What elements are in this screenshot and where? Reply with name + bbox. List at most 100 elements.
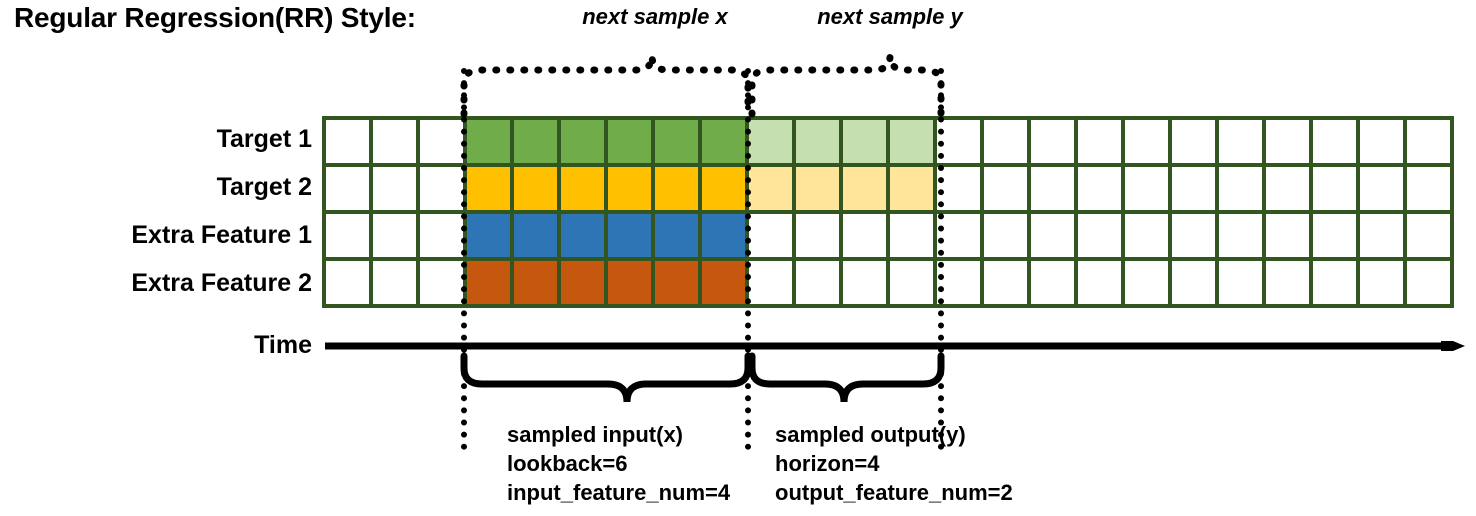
grid-cell xyxy=(420,261,463,304)
grid-cell xyxy=(843,167,886,210)
grid-cell xyxy=(326,120,369,163)
grid-cell xyxy=(937,214,980,257)
grid-cell xyxy=(467,120,510,163)
grid-cell xyxy=(1407,214,1450,257)
grid-cell xyxy=(373,120,416,163)
sampled-input-lookback: lookback=6 xyxy=(507,451,628,476)
grid-cell xyxy=(514,120,557,163)
row-label-target-2: Target 2 xyxy=(216,173,312,201)
grid-cell xyxy=(373,167,416,210)
grid-cell xyxy=(1078,261,1121,304)
grid-cell xyxy=(655,120,698,163)
grid-cell xyxy=(937,167,980,210)
guide-line-output-end xyxy=(938,68,944,450)
grid-cell xyxy=(1407,167,1450,210)
guide-line-input-start xyxy=(461,68,467,450)
grid-cell xyxy=(655,214,698,257)
row-label-target-1: Target 1 xyxy=(216,125,312,153)
grid-cell xyxy=(467,261,510,304)
grid-cell xyxy=(702,214,745,257)
brace-sampled-input xyxy=(460,352,752,403)
grid-cell xyxy=(1219,261,1262,304)
brace-sampled-output xyxy=(748,352,945,403)
grid-cell xyxy=(937,120,980,163)
grid-cell xyxy=(796,120,839,163)
grid-cell xyxy=(373,261,416,304)
grid-cell xyxy=(843,261,886,304)
sampled-output-horizon: horizon=4 xyxy=(775,451,880,476)
grid-cell xyxy=(1219,120,1262,163)
time-axis-arrow xyxy=(325,341,1465,351)
grid-cell xyxy=(1266,214,1309,257)
grid-cell xyxy=(561,120,604,163)
grid-cell xyxy=(655,167,698,210)
grid-cell xyxy=(749,167,792,210)
page-title: Regular Regression(RR) Style: xyxy=(14,2,416,33)
grid-cell xyxy=(702,261,745,304)
grid-cell xyxy=(796,167,839,210)
grid-cell xyxy=(749,214,792,257)
grid-cell xyxy=(1031,120,1074,163)
grid-cell xyxy=(1360,261,1403,304)
grid-cell xyxy=(467,167,510,210)
grid-cell xyxy=(561,261,604,304)
brace-next-sample-x xyxy=(460,55,752,118)
grid-cell xyxy=(1125,214,1168,257)
grid-cell xyxy=(608,167,651,210)
grid-cell xyxy=(890,120,933,163)
grid-cell xyxy=(1360,214,1403,257)
grid-cell xyxy=(1078,120,1121,163)
grid-cell xyxy=(1172,120,1215,163)
annotation-sampled-output: sampled output(y) horizon=4 output_featu… xyxy=(775,420,1013,507)
grid-cell xyxy=(1172,261,1215,304)
timeline-grid xyxy=(322,116,1454,308)
grid-cell xyxy=(1313,261,1356,304)
sampled-output-featnum: output_feature_num=2 xyxy=(775,480,1013,505)
grid-cell xyxy=(514,261,557,304)
grid-cell xyxy=(796,214,839,257)
bottom-brace-group xyxy=(460,352,945,403)
annotation-next-sample-y: next sample y xyxy=(817,4,963,29)
row-label-extra-feature-1: Extra Feature 1 xyxy=(131,221,312,249)
grid-cell xyxy=(1266,167,1309,210)
grid-cell xyxy=(890,167,933,210)
guide-line-input-end xyxy=(745,68,751,450)
sampled-output-title: sampled output(y) xyxy=(775,422,966,447)
grid-cell xyxy=(1078,167,1121,210)
grid-cell xyxy=(984,167,1027,210)
grid-cell xyxy=(420,120,463,163)
grid-cell xyxy=(1125,167,1168,210)
grid-cell xyxy=(796,261,839,304)
grid-cell xyxy=(514,214,557,257)
grid-cell xyxy=(326,261,369,304)
grid-cell xyxy=(608,120,651,163)
grid-cell xyxy=(843,214,886,257)
grid-cell xyxy=(937,261,980,304)
sampled-input-featnum: input_feature_num=4 xyxy=(507,480,731,505)
annotation-next-sample-x: next sample x xyxy=(582,4,728,29)
time-axis-label: Time xyxy=(254,331,312,359)
grid-cell xyxy=(1360,167,1403,210)
grid-cell xyxy=(1407,261,1450,304)
grid-cell xyxy=(420,214,463,257)
grid-cell xyxy=(984,214,1027,257)
brace-next-sample-y xyxy=(748,55,945,118)
grid-cell xyxy=(749,261,792,304)
grid-cell xyxy=(373,214,416,257)
grid-cell xyxy=(561,167,604,210)
grid-cell xyxy=(702,120,745,163)
grid-cell xyxy=(984,261,1027,304)
grid-cell xyxy=(1031,261,1074,304)
grid-cell xyxy=(655,261,698,304)
grid-cell xyxy=(1219,214,1262,257)
grid-cell xyxy=(984,120,1027,163)
sampled-input-title: sampled input(x) xyxy=(507,422,684,447)
grid-cell xyxy=(1266,120,1309,163)
grid-cell xyxy=(326,214,369,257)
grid-cell xyxy=(561,214,604,257)
grid-cell xyxy=(326,167,369,210)
annotation-sampled-input: sampled input(x) lookback=6 input_featur… xyxy=(507,420,730,507)
grid-cell xyxy=(749,120,792,163)
grid-cell xyxy=(514,167,557,210)
